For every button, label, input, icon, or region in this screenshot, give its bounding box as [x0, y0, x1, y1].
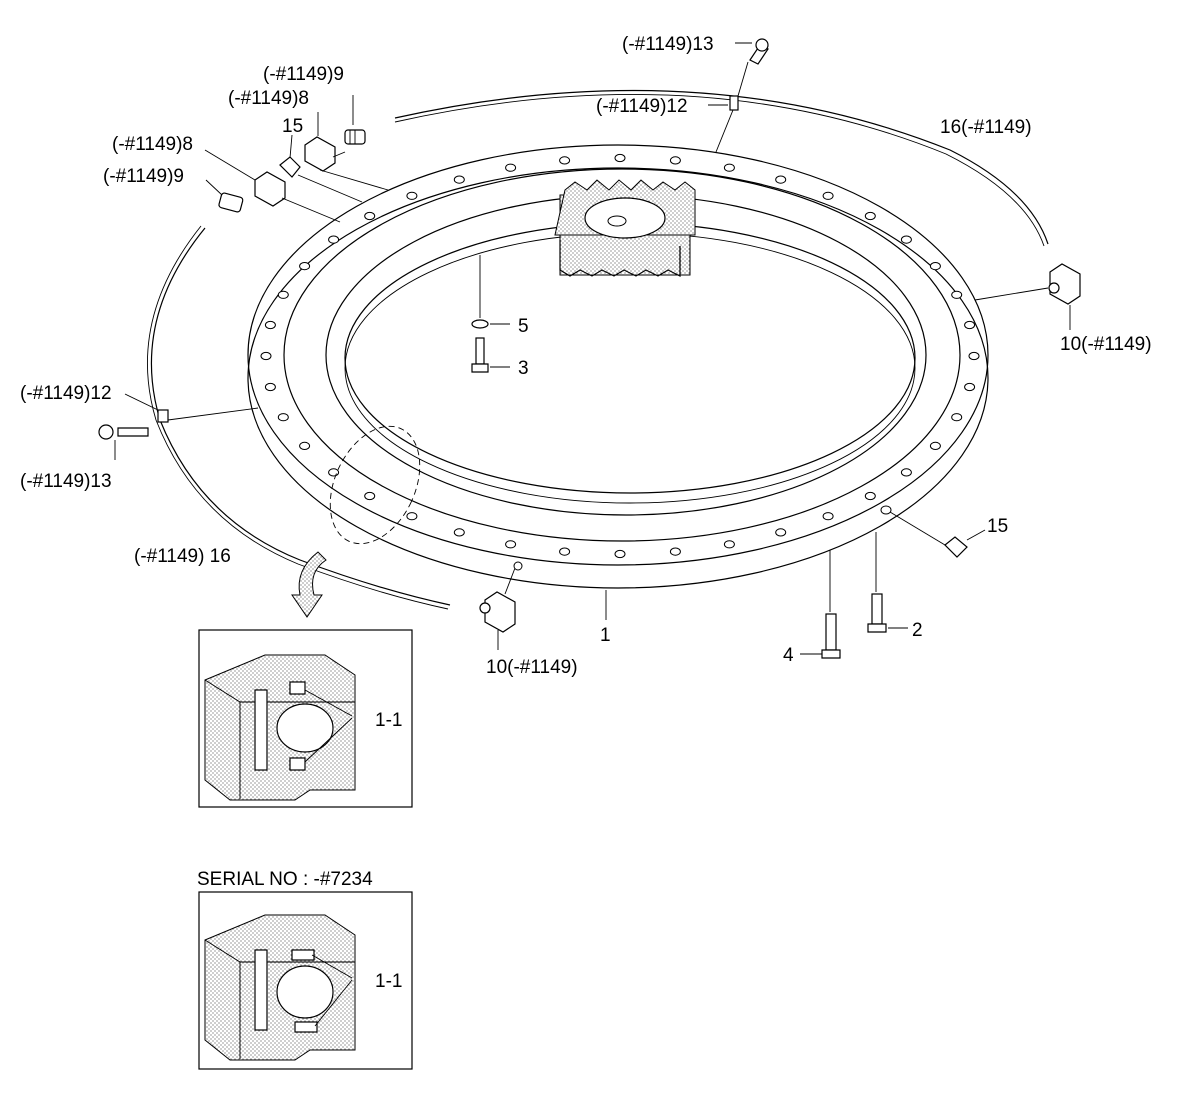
bolt-hole — [822, 512, 834, 521]
bolt-hole — [964, 320, 976, 330]
label-1-1-a: 1-1 — [375, 710, 402, 731]
clip-12-left — [124, 393, 259, 423]
label-8-top: (-#1149)8 — [228, 88, 309, 109]
nipple-9-top — [344, 95, 366, 145]
label-9-left: (-#1149)9 — [103, 166, 184, 187]
elbow-10-bottom — [479, 561, 523, 650]
bolt-3 — [471, 337, 510, 373]
label-15-right: 15 — [987, 516, 1008, 537]
bolt-hole — [900, 468, 912, 477]
label-10-bottom: 10(-#1149) — [486, 657, 578, 678]
bolt-hole — [453, 175, 465, 184]
bolt-hole — [559, 547, 571, 556]
bolt-hole — [929, 262, 941, 271]
seal-strip-left — [150, 227, 451, 606]
elbow-10-right — [974, 263, 1081, 330]
bolt-hole — [364, 491, 376, 501]
elbow-8-top — [304, 112, 389, 191]
bolt-hole — [929, 441, 941, 450]
label-16-right: 16(-#1149) — [940, 117, 1032, 138]
bolt-hole — [406, 512, 418, 521]
label-4: 4 — [783, 645, 794, 666]
clip-12-top — [708, 95, 739, 153]
detail-box-1 — [198, 629, 413, 808]
bolt-hole — [864, 211, 876, 221]
elbow-8-left — [204, 149, 341, 223]
pinion-gear — [554, 179, 696, 277]
swing-bearing-ring — [247, 144, 989, 589]
detail-box-2 — [198, 891, 413, 1070]
grease-15-right — [880, 505, 986, 558]
bolt-hole — [260, 351, 272, 361]
label-12-top: (-#1149)12 — [596, 96, 688, 117]
bolt-hole — [775, 175, 787, 184]
bolt-hole — [669, 156, 681, 165]
label-15-top: 15 — [282, 116, 303, 137]
ring-bolt-holes — [260, 153, 980, 559]
bolt-hole — [900, 235, 912, 244]
bolt-hole — [723, 540, 735, 549]
label-1: 1 — [600, 625, 611, 646]
label-10-right: 10(-#1149) — [1060, 334, 1152, 355]
bolt-2 — [867, 532, 908, 633]
bolt-hole — [822, 191, 834, 200]
bolt-13-left — [98, 424, 149, 460]
label-8-left: (-#1149)8 — [112, 134, 193, 155]
bolt-hole — [968, 351, 980, 361]
bolt-hole — [614, 153, 626, 163]
detail-callout-oval — [329, 425, 421, 545]
bolt-hole — [328, 235, 340, 244]
label-2: 2 — [912, 620, 923, 641]
bolt-hole — [951, 413, 963, 422]
bolt-hole — [406, 191, 418, 200]
bolt-hole — [277, 413, 289, 422]
label-5: 5 — [518, 316, 529, 337]
callout-labels: (-#1149)13 (-#1149)12 (-#1149)9 (-#1149)… — [20, 34, 1152, 992]
bolt-hole — [864, 491, 876, 501]
bolt-hole — [505, 540, 517, 549]
bolt-hole — [505, 163, 517, 172]
bolt-hole — [264, 320, 276, 330]
label-13-left: (-#1149)13 — [20, 471, 112, 492]
nipple-9-left — [205, 179, 244, 213]
detail-arrow — [291, 551, 327, 618]
bolt-hole — [775, 528, 787, 537]
seal-strip-right-inner — [394, 94, 1045, 247]
label-3: 3 — [518, 358, 529, 379]
bolt-hole — [951, 290, 963, 299]
washer-5 — [471, 255, 510, 329]
seal-strip-right — [394, 89, 1049, 245]
bolt-hole — [453, 528, 465, 537]
bolt-hole — [559, 156, 571, 165]
bolt-hole — [614, 549, 626, 559]
bolt-hole — [328, 468, 340, 477]
label-13-top: (-#1149)13 — [622, 34, 714, 55]
bolt-hole — [299, 262, 311, 271]
bolt-hole — [364, 211, 376, 221]
bolt-hole — [299, 441, 311, 450]
label-9-top: (-#1149)9 — [263, 64, 344, 85]
label-1-1-b: 1-1 — [375, 971, 402, 992]
bolt-hole — [277, 290, 289, 299]
label-12-left: (-#1149)12 — [20, 383, 112, 404]
bolt-hole — [723, 163, 735, 172]
seal-strip-left-inner — [147, 225, 449, 610]
bolt-hole — [264, 382, 276, 392]
bolt-hole — [964, 382, 976, 392]
bolt-4 — [800, 550, 841, 659]
bolt-hole — [669, 547, 681, 556]
label-serial: SERIAL NO : -#7234 — [197, 869, 373, 890]
bolt-13-top — [735, 38, 769, 97]
grease-15-top — [279, 134, 363, 203]
label-16-left: (-#1149) 16 — [134, 546, 231, 567]
